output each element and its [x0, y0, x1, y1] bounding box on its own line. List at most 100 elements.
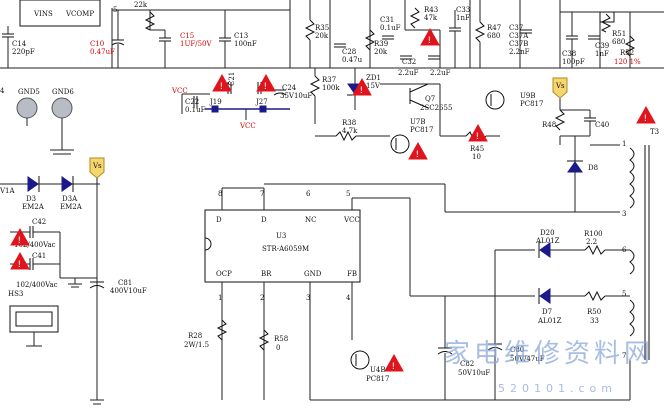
warning-icon: ! [212, 73, 232, 92]
optocoupler-u7b: U7B PC817 [390, 118, 433, 154]
diode-d3: D3 EM2A [22, 176, 45, 211]
r50-value: 33 [590, 317, 599, 325]
diode-d8: D8 [567, 136, 598, 212]
v1a-label: V1A [0, 187, 16, 195]
r51-value: 680 [612, 38, 625, 46]
resistor-r39: R39 20k [364, 29, 388, 56]
capacitor-c21: C21 [227, 72, 262, 94]
c14-value: 220pF [12, 48, 35, 56]
c33-value: 1nF [456, 14, 470, 22]
c42-value: 102/400Vac [14, 241, 56, 249]
warning-icon: ! [10, 227, 30, 246]
warning-icon: ! [256, 73, 276, 92]
c24-value: 35V10uF [280, 92, 312, 100]
zd1-ref: ZD1 [366, 74, 381, 82]
d3-ref: D3 [26, 195, 36, 203]
svg-text:!: ! [18, 260, 22, 270]
r45-ref: R45 [470, 145, 484, 153]
capacitor-c28: C28 0.47u [334, 43, 363, 64]
t3-pin-1: 1 [622, 140, 626, 148]
capacitor-c37: C37 C37A C37B 2.2nF [509, 24, 532, 56]
transistor-q7: Q7 2SC2655 [380, 83, 452, 112]
capacitor-c80: C80 50V/47uF [487, 250, 545, 400]
t3-pin-5: 5 [622, 290, 626, 298]
resistor-r58: R58 0 [258, 329, 288, 352]
diode-d7: D7 AL01Z [537, 288, 585, 325]
c81-ref: C81 [118, 279, 132, 287]
c33-ref: C33 [456, 6, 470, 14]
c38-value: 100pF [562, 58, 585, 66]
resistor-r48: R48 [542, 95, 566, 131]
c80-value: 50V/47uF [510, 355, 545, 363]
capacitor-c15: C15 1UF/50V [150, 29, 212, 68]
capacitor-c38: C38 100pF [562, 12, 585, 68]
c13-ref: C13 [234, 32, 248, 40]
u3-pin6: 6 [306, 190, 311, 198]
c21-ref: C21 [228, 72, 236, 86]
u3-pin-nc: NC [305, 216, 316, 224]
d3-value: EM2A [22, 203, 45, 211]
u3-ref: U3 [276, 232, 286, 240]
r45-value: 10 [472, 153, 481, 161]
u9b-value: PC817 [520, 100, 543, 108]
c80-ref: C80 [510, 346, 524, 354]
u3-pin-d1: D [216, 216, 222, 224]
c37-value: 2.2nF [509, 48, 530, 56]
u3-part: STR-A6059M [262, 245, 309, 253]
capacitor-c10: C10 0.47uF [90, 10, 125, 68]
r51-body [599, 11, 615, 23]
r100-value: 2.2 [586, 238, 597, 246]
j19-label: J19 [209, 98, 222, 106]
r39-value: 20k [374, 48, 388, 56]
c32-value: 2.2uF [398, 69, 419, 77]
vs-tag-top: Vs [552, 77, 568, 99]
u7b-value: PC817 [410, 126, 433, 134]
c32-ref: C32 [402, 58, 416, 66]
r52-value: 120 1% [614, 58, 641, 66]
resistor-r38: R38 4.7k [315, 119, 390, 142]
warning-icon: ! [408, 141, 428, 160]
r47-ref: R47 [487, 24, 501, 32]
c41-ref: C41 [32, 252, 46, 260]
r48-ref: R48 [542, 121, 556, 129]
q7-value: 2SC2655 [420, 104, 452, 112]
c15-value: 1UF/50V [180, 40, 212, 48]
d8-ref: D8 [588, 164, 598, 172]
svg-text:!: ! [644, 114, 648, 124]
r50-ref: R50 [587, 308, 601, 316]
capacitor-c40: C40 [560, 109, 609, 137]
r52-ref: R52 [620, 49, 634, 57]
resistor-r35: R35 20k [304, 0, 329, 68]
c28-ref: C28 [342, 48, 356, 56]
t3-ref: T3 [650, 128, 659, 136]
resistor-r100: R100 2.2 [584, 230, 630, 256]
r35-ref: R35 [315, 24, 329, 32]
c15-ref: C15 [180, 32, 194, 40]
u3-pin5: 5 [346, 190, 350, 198]
warning-icon: ! [384, 353, 404, 372]
warning-icon: ! [636, 105, 656, 124]
svg-text:!: ! [220, 82, 224, 92]
u4b-ref: U4B [370, 366, 386, 374]
u3-pin-fb: FB [347, 270, 357, 278]
capacitor-c32: C32 2.2uF 2.2uF [398, 55, 451, 77]
vcc-label-top: VCC [171, 87, 188, 95]
u3-pin-br: BR [261, 270, 272, 278]
r47-value: 680 [487, 32, 500, 40]
c22-value: 0.1uF [185, 106, 206, 114]
warning-icon: ! [10, 251, 30, 270]
c38-ref: C38 [562, 50, 576, 58]
d3a-value: EM2A [60, 203, 83, 211]
svg-text:!: ! [18, 236, 22, 246]
svg-text:!: ! [476, 132, 480, 142]
c24-ref: C24 [282, 84, 297, 92]
t3-pin-3: 3 [622, 210, 626, 218]
u3-pin1: 1 [218, 294, 222, 302]
d7-value: AL01Z [537, 317, 562, 325]
u3-pin-d2: D [261, 216, 267, 224]
controller-ic [19, 0, 101, 27]
c13-value: 100nF [234, 40, 257, 48]
warning-markers: ! ! ! ! ! ! ! ! ! ! [10, 27, 656, 372]
capacitor-c22: C22 0.1uF [185, 96, 206, 114]
gnd5-label: GND5 [18, 88, 40, 96]
